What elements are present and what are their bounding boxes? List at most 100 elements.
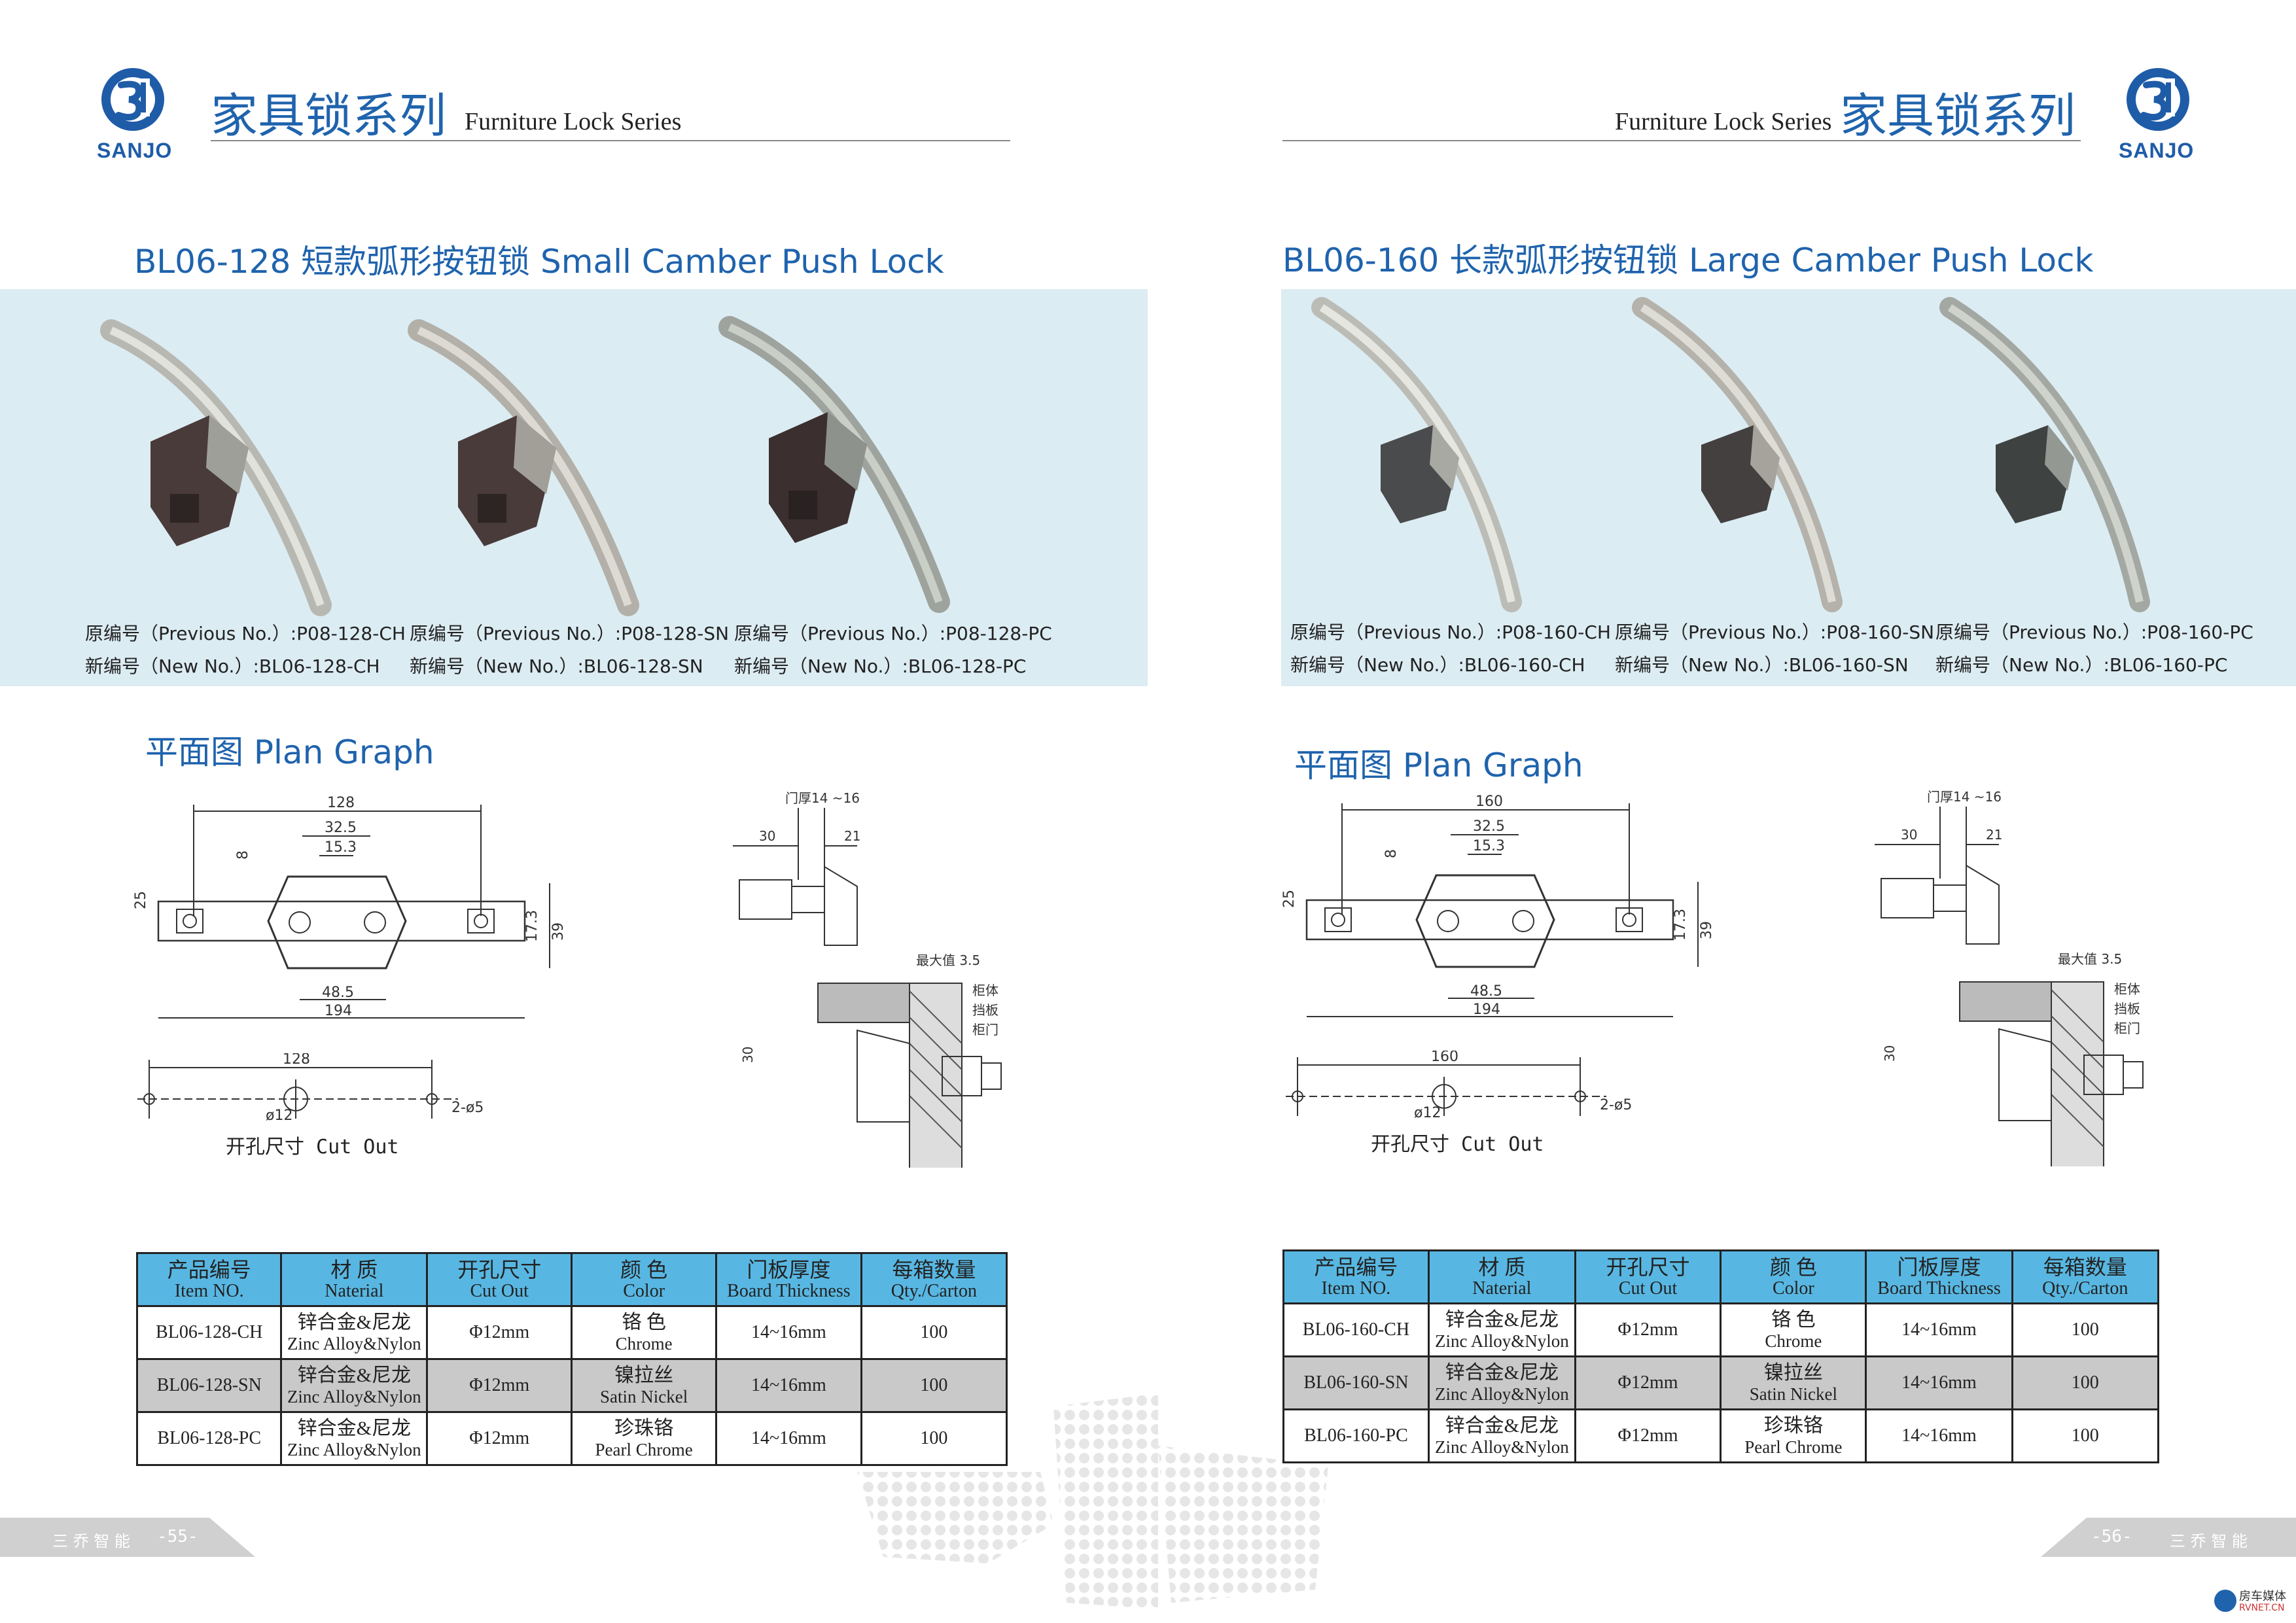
page-number: -55- xyxy=(157,1527,198,1546)
dim-a: 32.5 xyxy=(325,820,357,836)
dim-overall: 128 xyxy=(327,795,355,811)
plan-graph-title: 平面图 Plan Graph xyxy=(145,733,434,771)
table-cell: 100 xyxy=(860,1358,1008,1413)
dim-overall: 160 xyxy=(1475,794,1503,810)
table-cell: Φ12mm xyxy=(1574,1302,1722,1357)
table-cell: 14~16mm xyxy=(1865,1302,2013,1357)
caption-previous: 原编号（Previous No.）:P08-128-SN xyxy=(410,623,730,644)
lock-photo-sn xyxy=(408,319,639,616)
caption-new: 新编号（New No.）:BL06-160-SN xyxy=(1615,654,1909,676)
caption-ch: 原编号（Previous No.）:P08-128-CH 新编号（New No.… xyxy=(85,618,406,683)
caption-previous: 原编号（Previous No.）:P08-128-CH xyxy=(85,623,406,644)
plan-graph-title: 平面图 Plan Graph xyxy=(1294,746,1583,784)
dim-cut: 160 xyxy=(1431,1051,1458,1065)
dim-e: 17.3 xyxy=(1672,909,1689,941)
dim-max: 最大值 3.5 xyxy=(916,952,980,968)
series-title-cn: 家具锁系列 xyxy=(211,88,447,143)
dim-door: 门厚14 ~16 xyxy=(785,790,860,806)
watermark: 房车媒体 RVNET.CN xyxy=(2214,1587,2293,1620)
table-cell: BL06-160-SN xyxy=(1282,1355,1430,1410)
lock-photo-ch xyxy=(100,319,332,616)
dim-holes: 2-ø5 xyxy=(1600,1097,1632,1113)
footer-bar xyxy=(0,1518,255,1557)
table-cell: 14~16mm xyxy=(715,1305,862,1360)
part-cabinet: 柜体 xyxy=(2114,981,2140,997)
caption-sn: 原编号（Previous No.）:P08-160-SN 新编号（New No.… xyxy=(1615,616,1934,682)
caption-previous: 原编号（Previous No.）:P08-160-CH xyxy=(1290,621,1611,643)
table-cell: BL06-128-CH xyxy=(135,1305,283,1360)
dim-s2: 21 xyxy=(844,828,860,844)
part-door: 柜门 xyxy=(2114,1021,2140,1036)
page-number: -56- xyxy=(2091,1527,2132,1546)
table-cell: Φ12mm xyxy=(426,1358,573,1413)
footer-brand: 三 乔 智 能 xyxy=(52,1532,130,1550)
series-title-en: Furniture Lock Series xyxy=(1615,108,1832,135)
table-cell: 14~16mm xyxy=(1865,1408,2013,1463)
dim-a: 32.5 xyxy=(1473,818,1505,835)
dim-v30: 30 xyxy=(1882,1045,1898,1062)
dim-holes: 2-ø5 xyxy=(451,1100,484,1116)
dim-v30: 30 xyxy=(740,1047,756,1063)
table-cell: 100 xyxy=(2011,1302,2159,1357)
table-cell: 100 xyxy=(2011,1355,2159,1410)
dim-hole: ø12 xyxy=(1414,1105,1441,1121)
header-rule xyxy=(211,140,1010,141)
table-cell: 14~16mm xyxy=(715,1358,862,1413)
dim-g: 48.5 xyxy=(322,985,354,1001)
table-cell: BL06-128-PC xyxy=(135,1411,283,1466)
dim-h: 194 xyxy=(1473,1002,1500,1018)
dim-door: 门厚14 ~16 xyxy=(1927,789,2002,805)
side-section-drawing: 门厚14 ~16 30 21 最大值 3.5 柜体 挡板 柜门 30 xyxy=(733,790,1002,1168)
watermark-url: RVNET.CN xyxy=(2239,1603,2285,1613)
caption-pc: 原编号（Previous No.）:P08-128-PC 新编号（New No.… xyxy=(734,618,1052,683)
lock-photo-pc xyxy=(718,316,950,613)
caption-new: 新编号（New No.）:BL06-160-PC xyxy=(1935,654,2228,676)
product-title: BL06-160 长款弧形按钮锁 Large Camber Push Lock xyxy=(1282,241,2094,279)
header-rule xyxy=(1282,140,2081,141)
lock-photo-pc xyxy=(1939,297,2150,612)
brand-name: SANJO xyxy=(2119,139,2195,162)
dim-c: 8 xyxy=(235,850,251,860)
product-title: BL06-128 短款弧形按钮锁 Small Camber Push Lock xyxy=(134,243,944,281)
caption-previous: 原编号（Previous No.）:P08-128-PC xyxy=(734,623,1052,644)
dim-b: 15.3 xyxy=(1473,838,1505,854)
caption-new: 新编号（New No.）:BL06-160-CH xyxy=(1290,654,1585,676)
table-cell: 100 xyxy=(2011,1408,2159,1463)
table-cell: 14~16mm xyxy=(715,1411,862,1466)
cutout-label: 开孔尺寸 Cut Out xyxy=(226,1136,399,1159)
dim-f: 39 xyxy=(550,922,567,941)
dim-f: 39 xyxy=(1699,921,1715,939)
table-cell: Φ12mm xyxy=(426,1305,573,1360)
dim-d: 25 xyxy=(133,891,149,909)
side-section-drawing: 门厚14 ~16 30 21 最大值 3.5 柜体 挡板 柜门 30 xyxy=(1875,789,2144,1166)
part-baffle: 挡板 xyxy=(972,1002,998,1018)
sanjo-logo-icon xyxy=(101,68,164,131)
table-cell: BL06-160-CH xyxy=(1282,1302,1430,1357)
plan-drawing-front: 128 32.5 15.3 8 25 17.3 39 48.5 194 xyxy=(133,795,567,1019)
caption-previous: 原编号（Previous No.）:P08-160-PC xyxy=(1935,621,2253,643)
caption-new: 新编号（New No.）:BL06-128-SN xyxy=(410,655,703,677)
watermark-cn: 房车媒体 xyxy=(2239,1590,2286,1603)
dim-max: 最大值 3.5 xyxy=(2058,951,2122,967)
table-cell: BL06-128-SN xyxy=(135,1358,283,1413)
